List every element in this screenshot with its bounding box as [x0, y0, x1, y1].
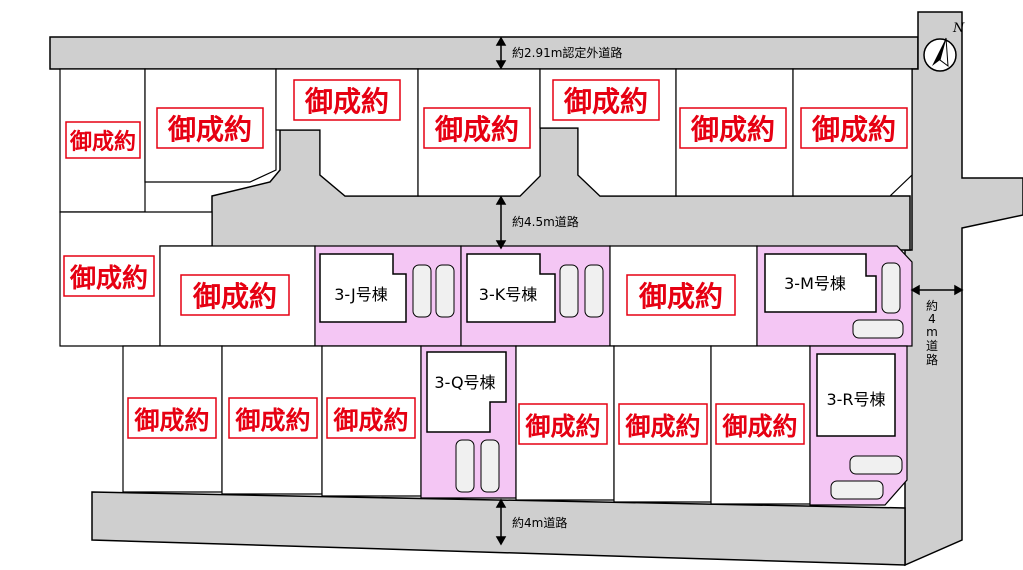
sold-stamp: 御成約	[618, 403, 708, 445]
arrow-head-icon	[910, 284, 920, 296]
sold-text: 御成約	[69, 129, 136, 155]
sold-stamp: 御成約	[65, 121, 141, 159]
sold-stamp: 御成約	[626, 274, 736, 316]
sold-text: 御成約	[563, 85, 648, 118]
arrow-head-icon	[954, 284, 964, 296]
road-top-strip	[49, 36, 919, 70]
sold-text: 御成約	[133, 406, 209, 435]
building-3r	[816, 353, 896, 437]
building-labels: 3-J号棟 3-K号棟 3-M号棟 3-Q号棟 3-R号棟	[334, 274, 885, 409]
sold-text: 御成約	[192, 280, 277, 313]
sold-stamp: 御成約	[127, 397, 217, 439]
arrow-head-icon	[495, 536, 507, 546]
arrow-head-icon	[495, 60, 507, 70]
cars	[412, 262, 904, 500]
car-icon	[584, 264, 604, 318]
north-arrow-icon	[932, 38, 946, 66]
road-label-middle: 約4.5m道路	[512, 214, 579, 229]
sold-text: 御成約	[69, 263, 148, 294]
sold-stamp: 御成約	[228, 397, 318, 439]
building-label-3m: 3-M号棟	[784, 274, 846, 293]
compass: N	[923, 21, 965, 72]
sold-stamp: 御成約	[715, 403, 805, 445]
building-3k	[466, 253, 556, 323]
building-3m	[764, 253, 877, 313]
car-icon	[852, 319, 904, 339]
sold-text: 御成約	[624, 412, 700, 441]
north-arrow-half-icon	[939, 37, 949, 68]
sold-text: 御成約	[234, 406, 310, 435]
sold-stamp: 御成約	[552, 79, 660, 121]
sold-stamp: 御成約	[679, 107, 787, 149]
arrow-head-icon	[495, 240, 507, 250]
sold-stamp: 御成約	[326, 397, 416, 439]
svg-text:m: m	[926, 325, 938, 339]
car-icon	[559, 264, 579, 318]
sold-text: 御成約	[690, 113, 775, 146]
road-annotations	[495, 36, 964, 546]
car-icon	[881, 262, 901, 314]
svg-text:約: 約	[926, 298, 938, 313]
road-label-right: 約 4 m 道 路	[926, 298, 938, 367]
svg-text:4: 4	[928, 312, 936, 326]
sold-text: 御成約	[167, 113, 252, 146]
arrow-head-icon	[495, 36, 507, 46]
sold-stamp: 御成約	[180, 274, 290, 316]
building-label-3r: 3-R号棟	[826, 390, 885, 409]
car-icon	[849, 455, 903, 475]
sold-stamp: 御成約	[800, 107, 908, 149]
sold-text: 御成約	[721, 412, 797, 441]
sold-stamp: 御成約	[63, 255, 155, 297]
sold-text: 御成約	[811, 113, 896, 146]
sold-text: 御成約	[304, 85, 389, 118]
building-3j	[319, 253, 407, 323]
road-label-bottom: 約4m道路	[512, 515, 567, 530]
sold-stamp: 御成約	[293, 79, 401, 121]
sold-stamp: 御成約	[518, 403, 608, 445]
road-bottom	[91, 491, 906, 566]
sold-text: 御成約	[524, 412, 600, 441]
car-icon	[435, 264, 455, 318]
sold-labels: 御成約 御成約 御成約 御成約 御成約 御成約 御成約 御成約 御成約 御成約 …	[63, 79, 908, 445]
sold-text: 御成約	[434, 113, 519, 146]
arrow-head-icon	[495, 195, 507, 205]
car-icon	[455, 439, 475, 493]
buildings	[319, 253, 896, 437]
road-right-vertical	[904, 11, 1023, 567]
svg-text:路: 路	[926, 352, 938, 367]
building-label-3k: 3-K号棟	[479, 285, 537, 304]
north-label: N	[952, 21, 965, 36]
car-icon	[480, 439, 500, 493]
building-3q	[426, 351, 507, 433]
arrow-head-icon	[495, 498, 507, 508]
building-label-3q: 3-Q号棟	[434, 373, 495, 392]
svg-text:道: 道	[926, 339, 938, 353]
sold-text: 御成約	[332, 406, 408, 435]
sold-stamp: 御成約	[423, 107, 531, 149]
sold-stamp: 御成約	[156, 107, 264, 149]
car-icon	[830, 480, 884, 500]
road-label-top: 約2.91m認定外道路	[512, 45, 622, 60]
sold-text: 御成約	[638, 280, 723, 313]
car-icon	[412, 264, 432, 318]
building-label-3j: 3-J号棟	[334, 285, 388, 304]
